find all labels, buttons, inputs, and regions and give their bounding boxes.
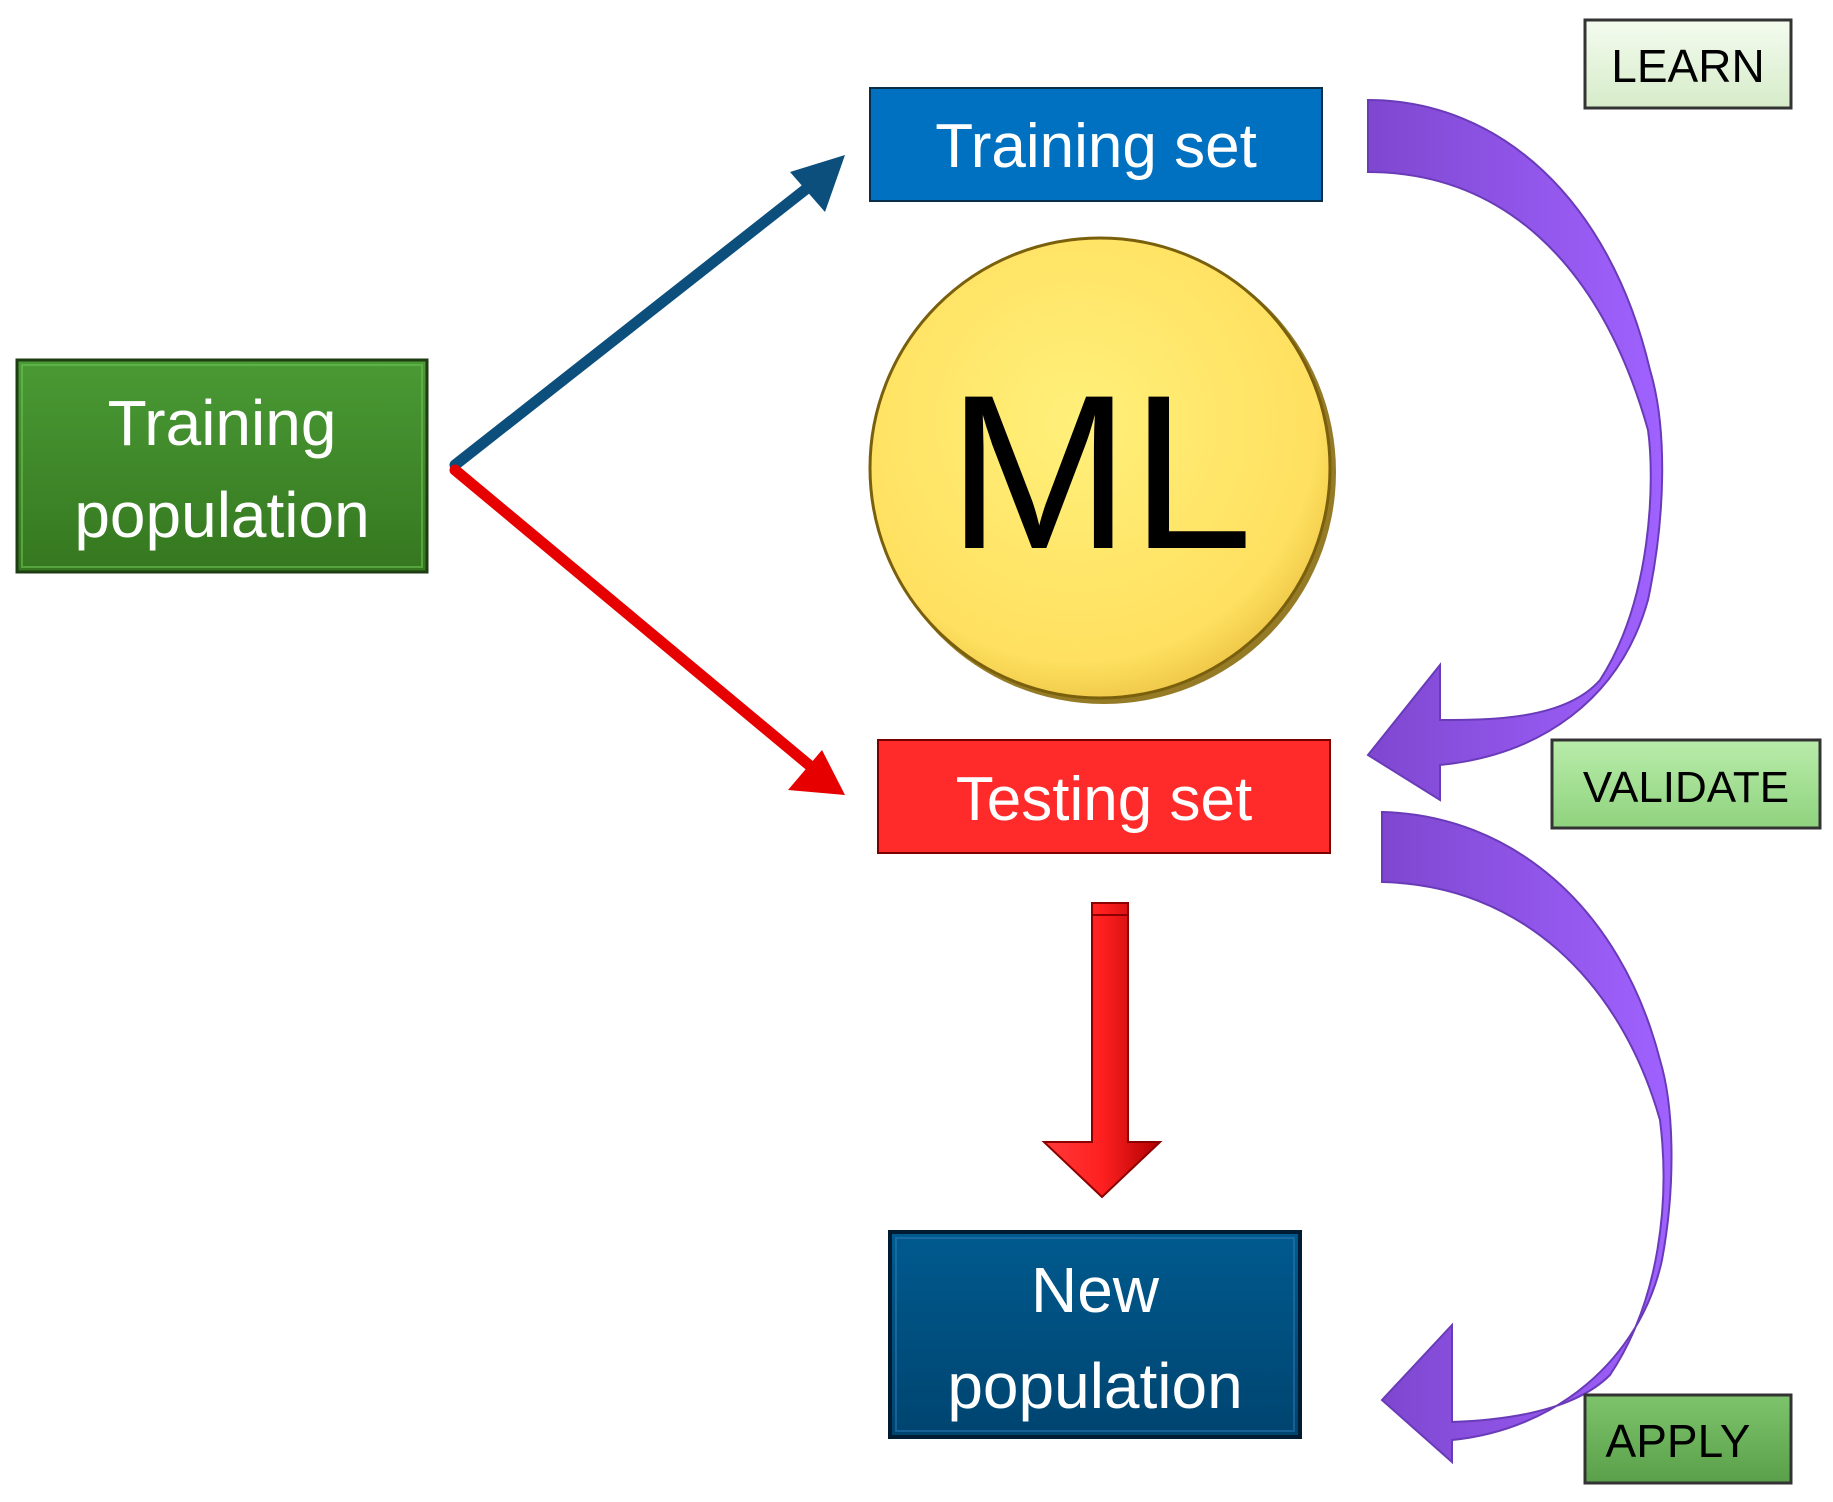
blue-arrow-icon bbox=[449, 155, 845, 471]
new-population-line2: population bbox=[947, 1350, 1242, 1422]
red-block-arrow-icon bbox=[1041, 902, 1163, 1199]
apply-label: APPLY bbox=[1606, 1415, 1751, 1467]
training-set-label: Training set bbox=[935, 112, 1257, 181]
ml-circle: ML bbox=[868, 236, 1336, 704]
apply-step-badge: APPLY bbox=[1583, 1393, 1793, 1485]
purple-curved-arrow-icon bbox=[1366, 98, 1664, 802]
new-population-node: New population bbox=[888, 1230, 1302, 1439]
training-population-node: Training population bbox=[15, 358, 429, 574]
training-population-line1: Training bbox=[108, 387, 337, 459]
red-arrow-icon bbox=[449, 464, 845, 795]
training-set-node: Training set bbox=[869, 87, 1323, 202]
validate-label: VALIDATE bbox=[1583, 763, 1789, 812]
training-population-line2: population bbox=[74, 479, 369, 551]
purple-curved-arrow-icon bbox=[1380, 810, 1673, 1465]
ml-label: ML bbox=[947, 349, 1253, 595]
learn-step-badge: LEARN bbox=[1583, 18, 1793, 110]
learn-label: LEARN bbox=[1611, 40, 1764, 92]
testing-set-label: Testing set bbox=[956, 765, 1252, 834]
new-population-line1: New bbox=[1031, 1254, 1160, 1326]
testing-set-node: Testing set bbox=[877, 739, 1331, 854]
validate-step-badge: VALIDATE bbox=[1550, 738, 1822, 830]
